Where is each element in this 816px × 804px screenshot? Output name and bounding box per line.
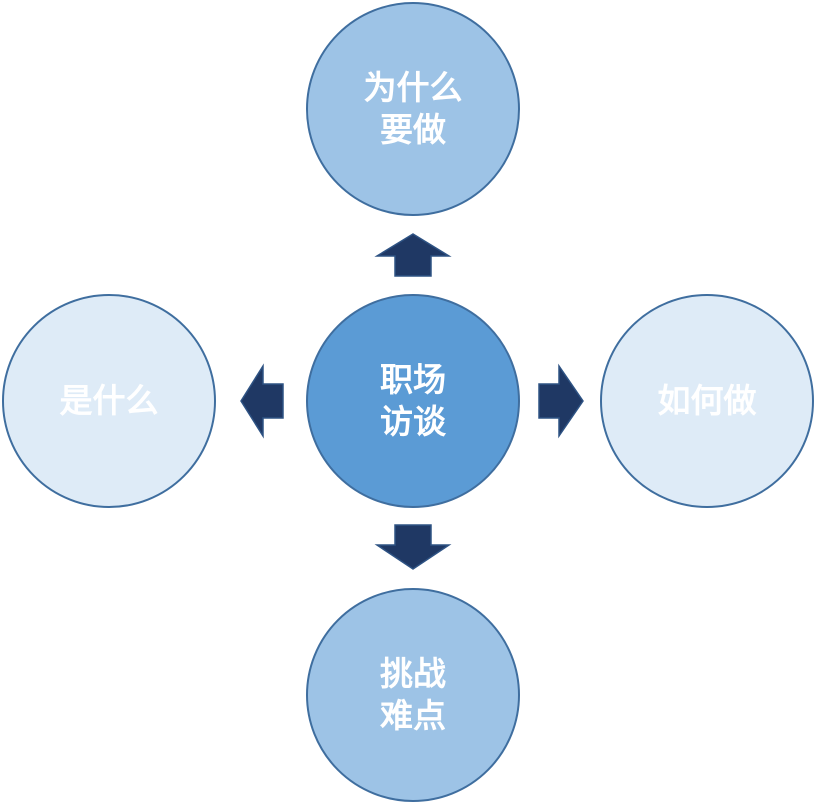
node-why: 为什么 要做 bbox=[306, 2, 520, 216]
node-challenges: 挑战 难点 bbox=[306, 588, 520, 802]
arrow-left bbox=[240, 363, 284, 439]
node-challenges-line1: 挑战 bbox=[380, 654, 446, 693]
node-center-line2: 访谈 bbox=[380, 402, 446, 441]
arrow-right bbox=[538, 363, 584, 439]
node-why-label: 为什么 要做 bbox=[338, 67, 488, 151]
node-center-label: 职场 访谈 bbox=[338, 359, 488, 443]
node-why-line2: 要做 bbox=[380, 110, 446, 149]
node-how-label: 如何做 bbox=[657, 381, 757, 420]
node-challenges-label: 挑战 难点 bbox=[338, 653, 488, 737]
node-what: 是什么 bbox=[2, 294, 216, 508]
node-challenges-line2: 难点 bbox=[380, 696, 446, 735]
node-why-line1: 为什么 bbox=[363, 68, 463, 107]
arrow-down bbox=[374, 524, 452, 570]
arrow-up bbox=[374, 233, 452, 277]
node-center-line1: 职场 bbox=[380, 360, 446, 399]
node-how: 如何做 bbox=[600, 294, 814, 508]
node-what-label: 是什么 bbox=[59, 381, 159, 420]
node-center: 职场 访谈 bbox=[306, 294, 520, 508]
